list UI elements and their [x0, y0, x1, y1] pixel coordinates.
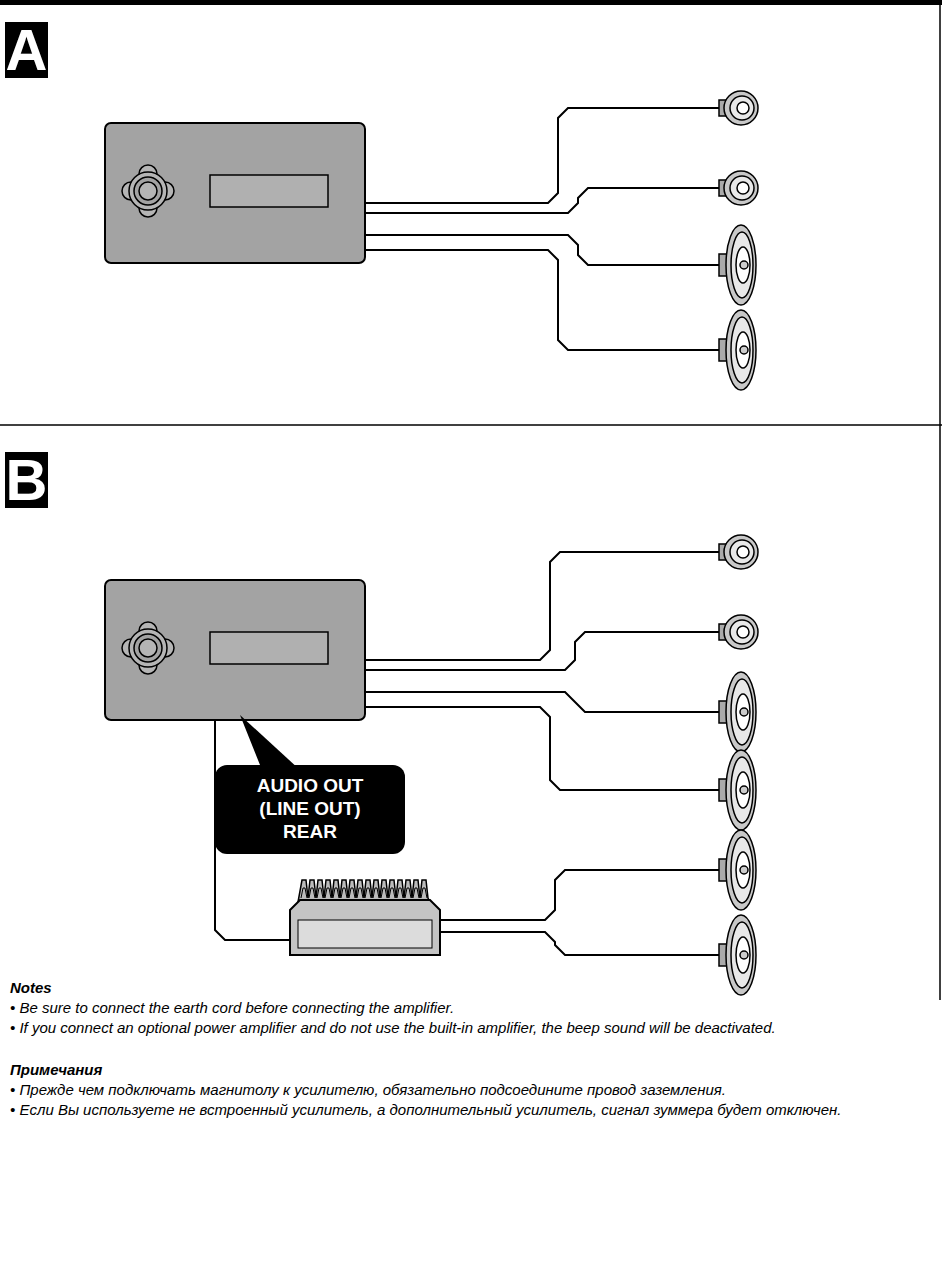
- node-text: B: [6, 451, 48, 509]
- tweeter: [719, 171, 758, 205]
- wire: [365, 692, 726, 712]
- heat-sink: [298, 880, 430, 902]
- note-text: • Прежде чем подключать магнитолу к усил…: [10, 1080, 925, 1100]
- tweeter: [719, 615, 758, 649]
- head-units: [105, 123, 365, 720]
- wire: [440, 870, 726, 920]
- panel-frame: [0, 0, 942, 1000]
- wire: [365, 552, 726, 660]
- oval-speaker: [719, 915, 756, 995]
- note-text: • If you connect an optional power ampli…: [10, 1018, 925, 1038]
- note-text: • Если Вы используете не встроенный усил…: [10, 1100, 925, 1120]
- heat-sink-fins: [301, 888, 427, 898]
- panel-letter: A: [5, 22, 48, 78]
- amplifier-panel: [298, 920, 432, 948]
- tweeter: [719, 535, 758, 569]
- amplifier-body: [290, 900, 440, 955]
- wire: [365, 632, 726, 670]
- head-unit: [105, 123, 365, 263]
- panel-letter: B: [5, 452, 48, 508]
- wire: [365, 707, 726, 790]
- oval-speaker: [719, 672, 756, 752]
- head-unit: [105, 580, 365, 720]
- callout-box: AUDIO OUT (LINE OUT) REAR: [215, 765, 405, 854]
- node-text: AUDIO OUT (LINE OUT) REAR: [245, 775, 375, 843]
- callout-pointer: [240, 715, 300, 770]
- oval-speaker: [719, 750, 756, 830]
- wire: [440, 932, 726, 955]
- note-text: • Be sure to connect the earth cord befo…: [10, 998, 925, 1018]
- speakers: [719, 91, 758, 995]
- wire: [365, 250, 726, 350]
- oval-speaker: [719, 830, 756, 910]
- notes-heading: Примечания: [10, 1060, 925, 1080]
- oval-speaker: [719, 310, 756, 390]
- notes-heading: Notes: [10, 978, 925, 998]
- oval-speaker: [719, 225, 756, 305]
- wire: [365, 188, 726, 213]
- power-amplifier: [290, 880, 440, 955]
- node-text: A: [6, 21, 48, 79]
- tweeter: [719, 91, 758, 125]
